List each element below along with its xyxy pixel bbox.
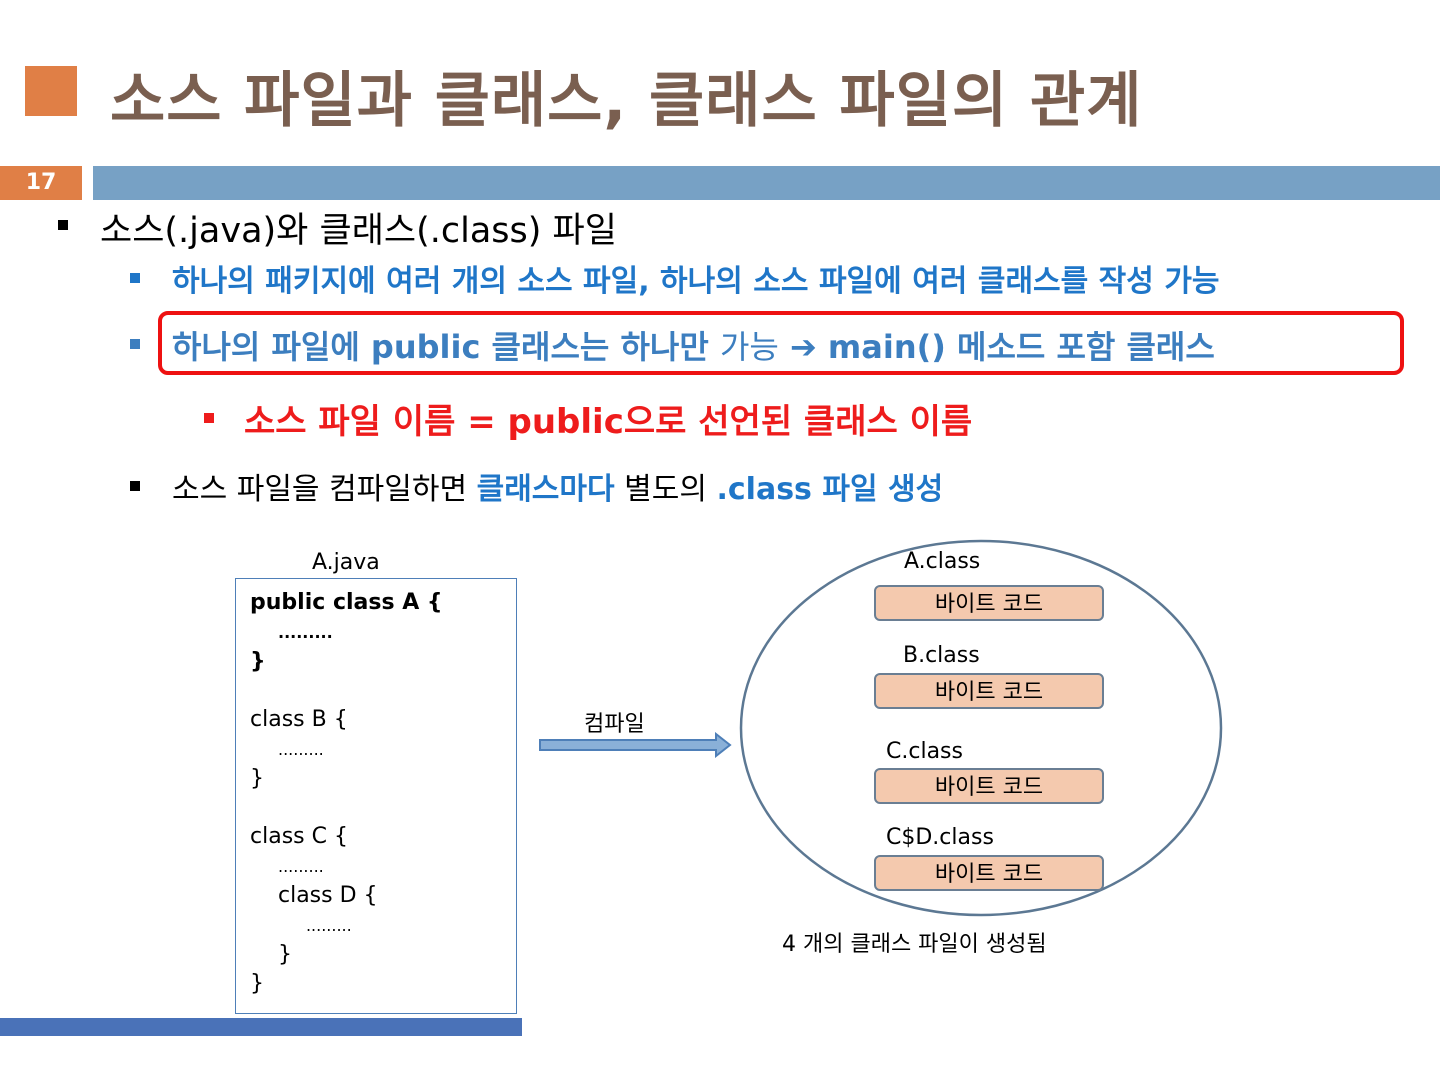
bullet-compile-c: 별도의: [614, 472, 717, 507]
source-code-box: [235, 578, 517, 1014]
code-line: class C {: [250, 824, 348, 849]
code-line: }: [277, 942, 292, 967]
bullet-compile: 소스 파일을 컴파일하면 클래스마다 별도의 .class 파일 생성: [172, 464, 943, 508]
bullet-compile-d: .class 파일 생성: [716, 472, 944, 507]
diagram-caption: 4 개의 클래스 파일이 생성됨: [782, 932, 1047, 957]
byte-code-box: 바이트 코드: [874, 855, 1104, 891]
header-bar: [93, 166, 1440, 200]
bullet-file-name-rule: 소스 파일 이름 = public으로 선언된 클래스 이름: [244, 402, 973, 442]
class-file-label: C.class: [886, 739, 963, 764]
bullet-public-class-a: 하나의 파일에 public 클래스는 하나만: [172, 328, 720, 366]
bullet-public-class-c: ➔ main() 메소드 포함 클래스: [778, 328, 1215, 366]
byte-code-box: 바이트 코드: [874, 585, 1104, 621]
bullet-level1: 소스(.java)와 클래스(.class) 파일: [100, 211, 617, 251]
slide-number: 17: [0, 166, 82, 200]
code-line: }: [250, 766, 264, 791]
source-code: public class A { ......... } class B { .…: [250, 588, 443, 998]
bullet-compile-b: 클래스마다: [476, 472, 615, 507]
bullet-packages: 하나의 패키지에 여러 개의 소스 파일, 하나의 소스 파일에 여러 클래스를…: [172, 264, 1220, 299]
page-title: 소스 파일과 클래스, 클래스 파일의 관계: [110, 66, 1143, 136]
byte-code-box: 바이트 코드: [874, 768, 1104, 804]
code-line: .........: [277, 857, 324, 876]
code-line: }: [250, 649, 266, 674]
bullet-square-icon: [130, 273, 140, 283]
bullet-square-icon: [204, 413, 214, 423]
code-line: class D {: [277, 883, 378, 908]
footer-bar: [0, 1018, 522, 1036]
class-file-label: C$D.class: [886, 825, 994, 850]
code-line: class B {: [250, 707, 348, 732]
code-line: .........: [305, 916, 352, 935]
bullet-square-icon: [130, 481, 140, 491]
class-file-label: B.class: [903, 643, 980, 668]
class-files-ellipse: [739, 539, 1223, 917]
highlight-box: [158, 311, 1404, 375]
code-line: .........: [277, 740, 324, 759]
bullet-public-class-b: 가능: [719, 328, 779, 366]
arrow-right-icon: [539, 732, 732, 758]
bullet-public-class: 하나의 파일에 public 클래스는 하나만 가능 ➔ main() 메소드 …: [172, 322, 1215, 368]
title-square-icon: [25, 66, 77, 116]
class-file-label: A.class: [904, 549, 981, 574]
code-line: .........: [277, 623, 333, 642]
code-line: }: [250, 971, 264, 996]
compile-label: 컴파일: [584, 712, 645, 737]
bullet-square-icon: [58, 220, 68, 230]
bullet-square-icon: [130, 339, 140, 349]
source-file-label: A.java: [312, 550, 380, 575]
byte-code-box: 바이트 코드: [874, 673, 1104, 709]
code-line: public class A {: [250, 590, 443, 615]
bullet-compile-a: 소스 파일을 컴파일하면: [172, 472, 477, 507]
